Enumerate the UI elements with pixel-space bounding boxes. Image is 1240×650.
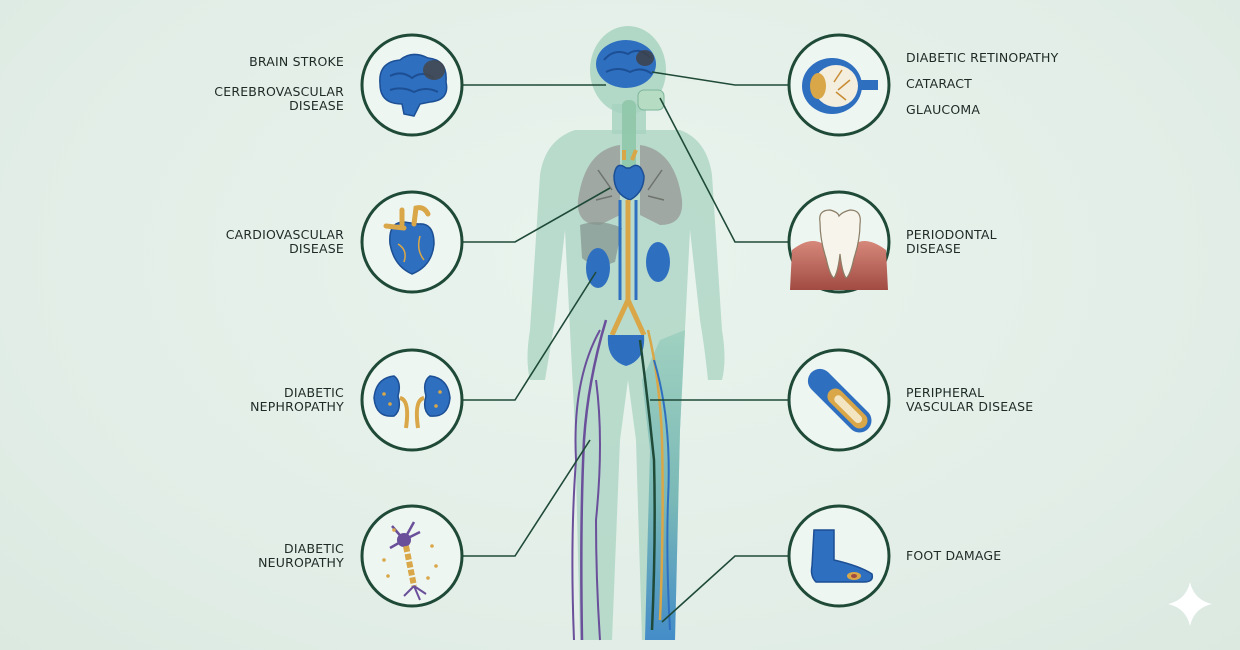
connector-foot — [661, 555, 789, 623]
sparkle-icon — [1168, 582, 1212, 626]
tooth-icon — [787, 190, 891, 294]
label-cerebrovascular-line1: CEREBROVASCULAR — [214, 84, 344, 99]
connector-kidneys — [463, 271, 597, 401]
label-nephropathy-line1: DIABETIC — [284, 385, 344, 400]
label-foot-damage: FOOT DAMAGE — [906, 548, 1002, 563]
neuron-icon — [360, 504, 464, 608]
blood-vessel-icon — [787, 348, 891, 452]
label-cerebrovascular-line2: DISEASE — [289, 98, 344, 113]
connector-heart — [463, 187, 611, 243]
label-brain-stroke: BRAIN STROKE — [249, 54, 344, 69]
label-peripheral-line1: PERIPHERAL — [906, 385, 985, 400]
label-nephropathy-line2: NEPHROPATHY — [250, 399, 344, 414]
heart-icon — [360, 190, 464, 294]
label-diabetic-retinopathy: DIABETIC RETINOPATHY — [906, 50, 1059, 65]
label-peripheral-line2: VASCULAR DISEASE — [906, 399, 1034, 414]
brain-icon — [360, 33, 464, 137]
connector-eye — [651, 71, 789, 86]
foot-icon — [787, 504, 891, 608]
label-neuropathy-line1: DIABETIC — [284, 541, 344, 556]
label-cardiovascular-line1: CARDIOVASCULAR — [225, 227, 344, 242]
label-periodontal-line2: DISEASE — [906, 241, 961, 256]
label-periodontal-line1: PERIODONTAL — [906, 227, 997, 242]
connector-nerves — [463, 439, 591, 557]
eye-icon — [787, 33, 891, 137]
kidneys-icon — [360, 348, 464, 452]
connector-tooth — [659, 97, 789, 243]
label-neuropathy-line2: NEUROPATHY — [258, 555, 344, 570]
label-cataract: CATARACT — [906, 76, 972, 91]
body-organs — [571, 40, 683, 641]
label-glaucoma: GLAUCOMA — [906, 102, 981, 117]
label-cardiovascular-line2: DISEASE — [289, 241, 344, 256]
connector-lines — [463, 71, 789, 623]
